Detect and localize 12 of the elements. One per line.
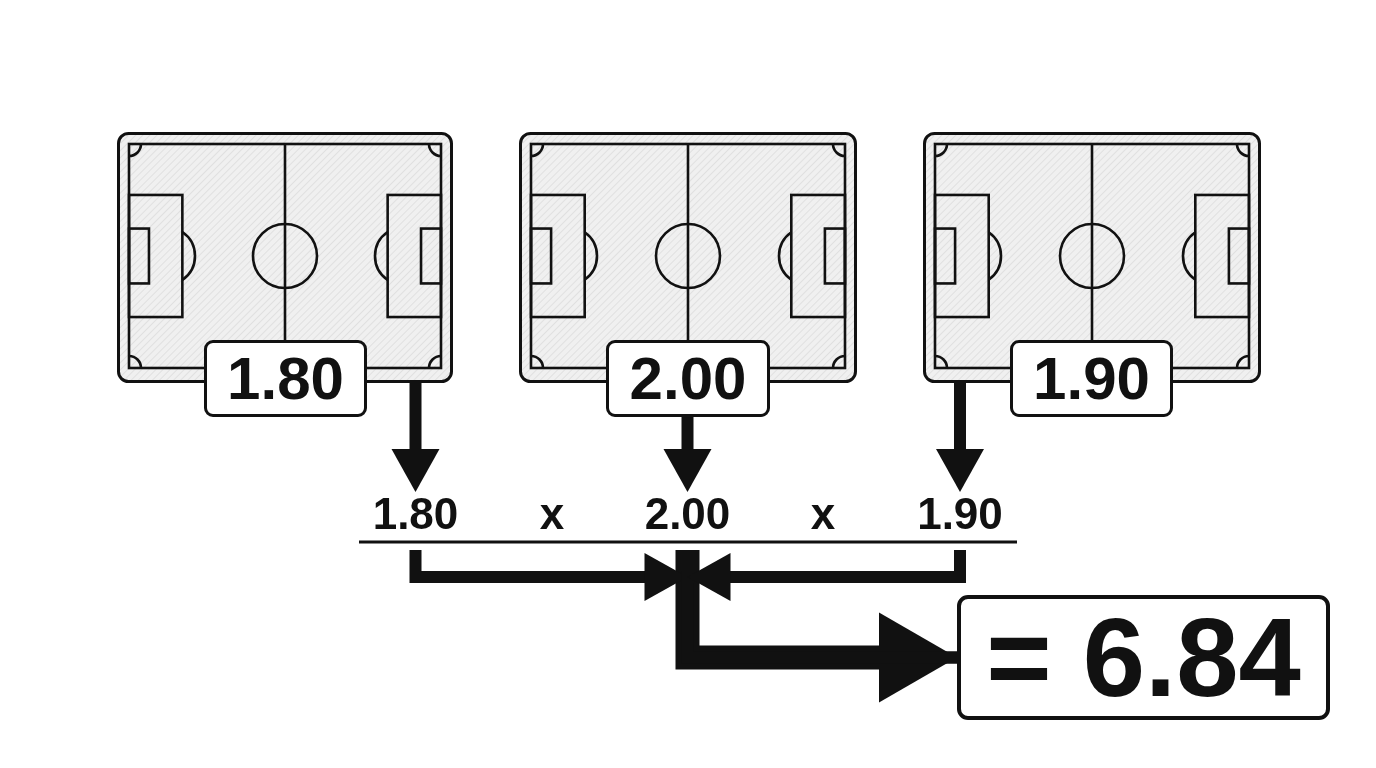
multiply-sign: x — [809, 492, 837, 536]
multiply-sign: x — [538, 492, 566, 536]
arrow — [663, 417, 712, 492]
odds-tag: 2.00 — [606, 340, 770, 417]
odds-tag: 1.80 — [204, 340, 367, 417]
equation-term: 2.00 — [641, 492, 734, 550]
arrow — [391, 383, 440, 492]
arrow — [936, 383, 984, 492]
odds-tag: 1.90 — [1010, 340, 1173, 417]
result-panel: = 6.84 — [957, 595, 1330, 720]
equation-term: 1.80 — [369, 492, 462, 550]
equation-term: 1.90 — [914, 492, 1006, 550]
